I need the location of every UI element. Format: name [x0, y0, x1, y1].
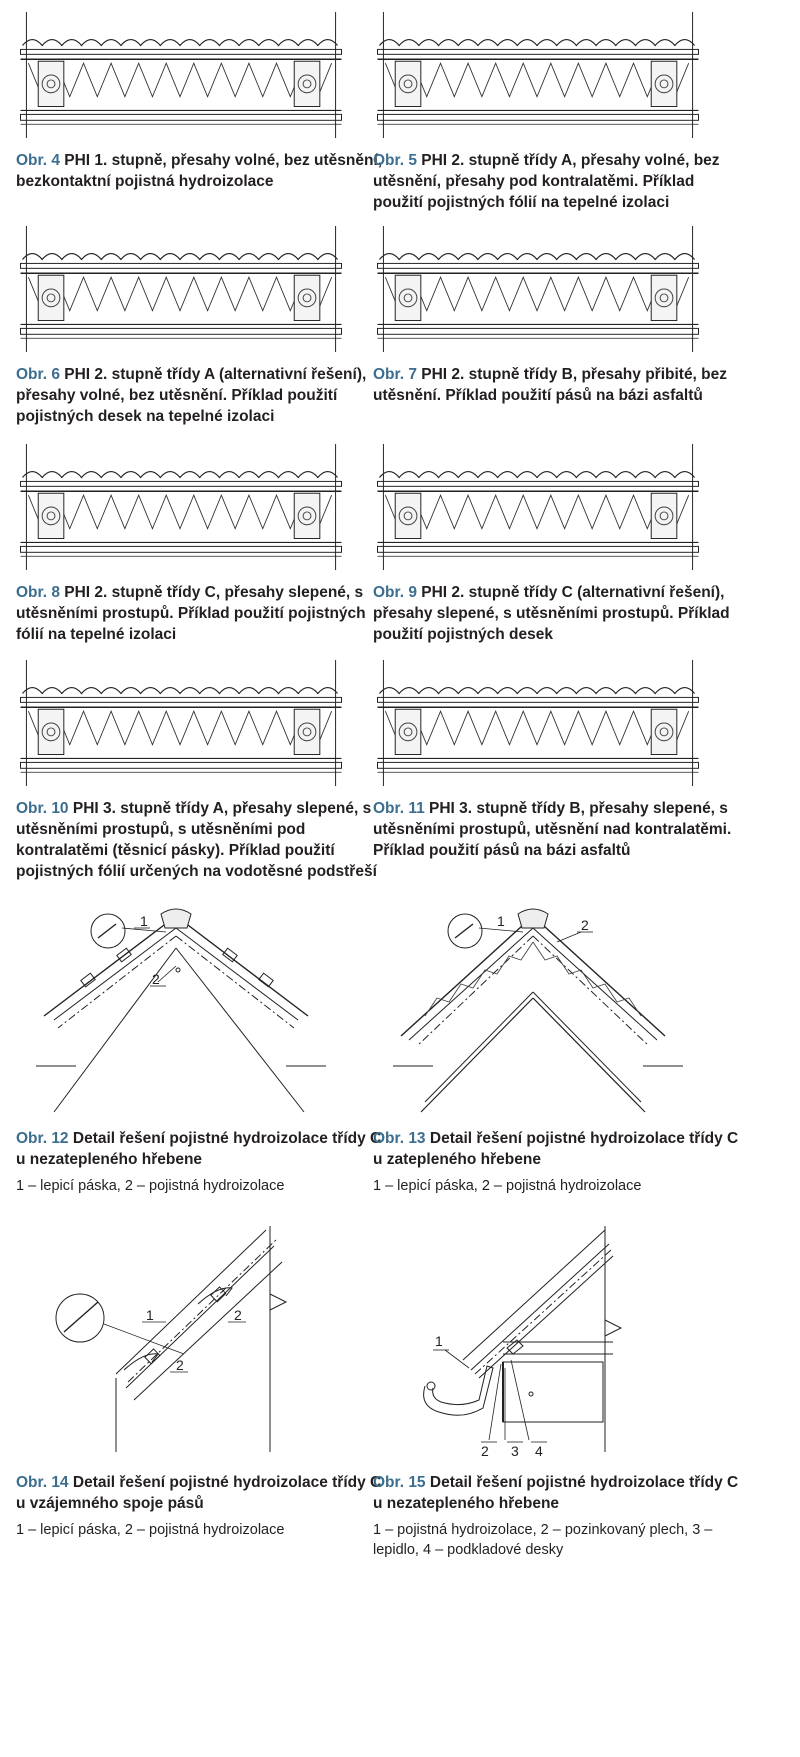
- figure-number: Obr. 9: [373, 584, 417, 601]
- joint-detail-drawing-14: 1 2 2: [55, 1226, 288, 1452]
- figure-number: Obr. 13: [373, 1130, 426, 1147]
- figure-number: Obr. 10: [16, 800, 69, 817]
- figure-6: Obr. 6 PHI 2. stupně třídy A (alternativ…: [16, 226, 388, 427]
- callout-2: 2: [481, 1443, 489, 1459]
- callout-1: 1: [497, 913, 505, 929]
- figure-8: Obr. 8 PHI 2. stupně třídy C, přesahy sl…: [16, 444, 388, 645]
- roof-section-drawing-5: [376, 12, 700, 139]
- callout-2: 2: [152, 971, 160, 987]
- figure-number: Obr. 7: [373, 366, 417, 383]
- figure-title: PHI 2. stupně třídy C (alternativní řeše…: [373, 584, 730, 643]
- figure-title: PHI 3. stupně třídy B, přesahy slepené, …: [373, 800, 732, 859]
- figure-caption: Obr. 15 Detail řešení pojistné hydroizol…: [373, 1472, 745, 1514]
- figure-number: Obr. 4: [16, 152, 60, 169]
- callout-2: 2: [581, 917, 589, 933]
- figure-15: 1 2 3 4 Obr. 15 Detail řešení pojistné h…: [373, 1224, 745, 1560]
- roof-section-drawing-8: [19, 444, 343, 571]
- figure-caption: Obr. 5 PHI 2. stupně třídy A, přesahy vo…: [373, 150, 745, 213]
- eaves-detail-drawing-15: 1 2 3 4: [423, 1226, 623, 1459]
- figure-legend: 1 – pojistná hydroizolace, 2 – pozinkova…: [373, 1522, 713, 1558]
- roof-section-drawing-9: [376, 444, 700, 571]
- figure-caption: Obr. 7 PHI 2. stupně třídy B, přesahy př…: [373, 364, 745, 406]
- figure-number: Obr. 15: [373, 1474, 426, 1491]
- ridge-detail-drawing-12: 1 2: [36, 908, 326, 1113]
- figure-title: Detail řešení pojistné hydroizolace tříd…: [16, 1130, 382, 1168]
- figure-caption: Obr. 4 PHI 1. stupně, přesahy volné, bez…: [16, 150, 388, 192]
- figure-title: PHI 2. stupně třídy A, přesahy volné, be…: [373, 152, 720, 211]
- figure-number: Obr. 6: [16, 366, 60, 383]
- callout-1: 1: [435, 1333, 443, 1349]
- figure-13: 1 2 Obr. 13 Detail řešení pojistné hydro…: [373, 906, 745, 1196]
- figure-title: Detail řešení pojistné hydroizolace tříd…: [373, 1474, 739, 1512]
- roof-section-drawing-10: [19, 660, 343, 787]
- callout-3: 3: [511, 1443, 519, 1459]
- figure-10: Obr. 10 PHI 3. stupně třídy A, přesahy s…: [16, 660, 388, 882]
- figure-legend: 1 – lepicí páska, 2 – pojistná hydroizol…: [16, 1522, 285, 1538]
- figure-number: Obr. 11: [373, 800, 425, 817]
- figure-caption: Obr. 6 PHI 2. stupně třídy A (alternativ…: [16, 364, 388, 427]
- figure-caption: Obr. 10 PHI 3. stupně třídy A, přesahy s…: [16, 798, 388, 882]
- figure-title: PHI 2. stupně třídy C, přesahy slepené, …: [16, 584, 366, 643]
- figure-14: 1 2 2 Obr. 14 Detail řešení pojistné hyd…: [16, 1224, 388, 1540]
- figure-caption: Obr. 13 Detail řešení pojistné hydroizol…: [373, 1128, 745, 1170]
- figure-caption: Obr. 8 PHI 2. stupně třídy C, přesahy sl…: [16, 582, 388, 645]
- ridge-detail-drawing-13: 1 2: [393, 908, 683, 1113]
- figure-legend: 1 – lepicí páska, 2 – pojistná hydroizol…: [373, 1178, 642, 1194]
- figure-legend: 1 – lepicí páska, 2 – pojistná hydroizol…: [16, 1178, 285, 1194]
- figure-number: Obr. 14: [16, 1474, 69, 1491]
- figure-4: Obr. 4 PHI 1. stupně, přesahy volné, bez…: [16, 12, 388, 192]
- figure-number: Obr. 8: [16, 584, 60, 601]
- roof-section-drawing-7: [376, 226, 700, 353]
- callout-2: 2: [176, 1357, 184, 1373]
- callout-1: 1: [146, 1307, 154, 1323]
- figure-5: Obr. 5 PHI 2. stupně třídy A, přesahy vo…: [373, 12, 745, 213]
- figure-11: Obr. 11 PHI 3. stupně třídy B, přesahy s…: [373, 660, 745, 861]
- figure-number: Obr. 12: [16, 1130, 69, 1147]
- figure-title: PHI 2. stupně třídy B, přesahy přibité, …: [373, 366, 728, 404]
- roof-section-drawing-4: [19, 12, 343, 139]
- figure-title: PHI 2. stupně třídy A (alternativní řeše…: [16, 366, 367, 425]
- figure-caption: Obr. 12 Detail řešení pojistné hydroizol…: [16, 1128, 388, 1170]
- figure-7: Obr. 7 PHI 2. stupně třídy B, přesahy př…: [373, 226, 745, 406]
- figure-12: 1 2 Obr. 12 Detail řešení pojistné hydro…: [16, 906, 388, 1196]
- callout-1: 1: [140, 913, 148, 929]
- callout-2b: 2: [234, 1307, 242, 1323]
- figure-title: Detail řešení pojistné hydroizolace tříd…: [16, 1474, 382, 1512]
- figure-number: Obr. 5: [373, 152, 417, 169]
- figure-9: Obr. 9 PHI 2. stupně třídy C (alternativ…: [373, 444, 745, 645]
- figure-caption: Obr. 9 PHI 2. stupně třídy C (alternativ…: [373, 582, 745, 645]
- figure-caption: Obr. 11 PHI 3. stupně třídy B, přesahy s…: [373, 798, 745, 861]
- figure-title: PHI 3. stupně třídy A, přesahy slepené, …: [16, 800, 377, 880]
- roof-section-drawing-6: [19, 226, 343, 353]
- figure-caption: Obr. 14 Detail řešení pojistné hydroizol…: [16, 1472, 388, 1514]
- callout-4: 4: [535, 1443, 543, 1459]
- roof-section-drawing-11: [376, 660, 700, 787]
- figure-title: PHI 1. stupně, přesahy volné, bez utěsně…: [16, 152, 383, 190]
- figure-title: Detail řešení pojistné hydroizolace tříd…: [373, 1130, 739, 1168]
